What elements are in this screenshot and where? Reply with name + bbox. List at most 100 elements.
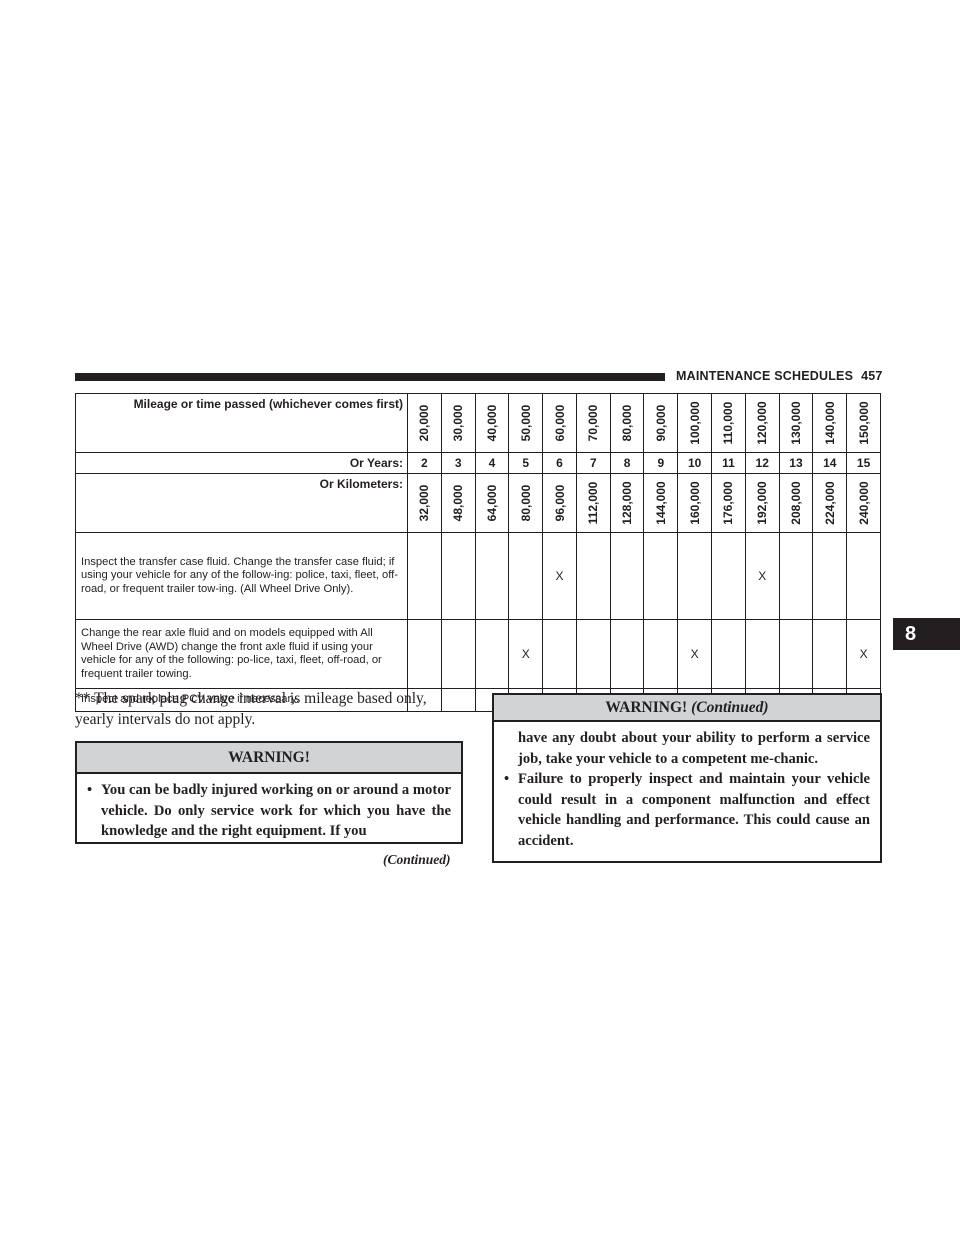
interval-header: 160,000 [677,473,713,533]
warning-continued-text: have any doubt about your ability to per… [518,730,870,767]
service-mark [407,619,442,689]
service-mark: X [677,619,713,689]
interval-value: 40,000 [484,404,499,442]
interval-header: 80,000 [609,393,645,453]
interval-header: 30,000 [440,393,476,453]
year-value: 3 [440,452,476,474]
service-mark: X [846,619,881,689]
interval-value: 32,000 [417,484,432,522]
interval-header: 40,000 [474,393,510,453]
interval-value: 70,000 [586,404,601,442]
interval-value: 140,000 [822,401,837,445]
chapter-tab: 8 [893,618,960,650]
interval-value: 208,000 [788,481,803,525]
service-mark [542,619,577,689]
interval-value: 160,000 [687,481,702,525]
task-description: Inspect and replace PCV valve if necessa… [75,688,408,712]
interval-value: 240,000 [856,481,871,525]
interval-header: 60,000 [542,393,577,453]
years-label: Or Years: [75,452,408,474]
service-mark [575,532,611,620]
year-value: 2 [407,452,442,474]
interval-header: 120,000 [744,393,780,453]
year-value: 10 [677,452,713,474]
interval-value: 112,000 [586,481,601,525]
year-value: 9 [643,452,679,474]
warning-text: You can be badly injured working on or a… [101,782,451,840]
service-mark [609,619,645,689]
interval-value: 110,000 [721,401,736,445]
interval-value: 96,000 [552,484,567,522]
interval-value: 100,000 [687,401,702,445]
interval-header: 48,000 [440,473,476,533]
interval-header: 32,000 [407,473,442,533]
interval-value: 192,000 [755,481,770,525]
service-mark [474,619,510,689]
year-value: 5 [508,452,544,474]
interval-header: 140,000 [812,393,848,453]
interval-value: 90,000 [653,404,668,442]
service-mark [643,619,679,689]
interval-header: 96,000 [542,473,577,533]
interval-header: 20,000 [407,393,442,453]
service-mark [474,532,510,620]
warning-bullet: •You can be badly injured working on or … [87,780,451,842]
service-mark: X [542,532,577,620]
service-mark [677,532,713,620]
interval-header: 80,000 [508,473,544,533]
task-description: Change the rear axle fluid and on models… [75,619,408,689]
service-mark [711,532,746,620]
bullet-icon: • [504,771,510,788]
warning-bullet: • Failure to properly inspect and maintai… [504,769,870,851]
service-mark [643,532,679,620]
table-row: Change the rear axle fluid and on models… [75,619,881,689]
interval-header: 128,000 [609,473,645,533]
service-mark [812,532,848,620]
interval-value: 150,000 [856,401,871,445]
interval-header: 176,000 [711,473,746,533]
mileage-label: Mileage or time passed (whichever comes … [75,393,408,453]
interval-value: 128,000 [620,481,635,525]
service-mark [440,688,476,712]
year-value: 4 [474,452,510,474]
warning-box-continued: WARNING! (Continued) have any doubt abou… [492,693,882,863]
interval-header: 100,000 [677,393,713,453]
interval-header: 150,000 [846,393,881,453]
year-value: 13 [778,452,814,474]
interval-header: 208,000 [778,473,814,533]
interval-value: 30,000 [451,404,466,442]
interval-value: 50,000 [518,404,533,442]
interval-value: 20,000 [417,404,432,442]
year-value: 7 [575,452,611,474]
year-value: 6 [542,452,577,474]
service-mark [778,619,814,689]
interval-header: 144,000 [643,473,679,533]
interval-header: 70,000 [575,393,611,453]
service-mark [812,619,848,689]
interval-header: 112,000 [575,473,611,533]
warning-title-suffix: (Continued) [691,699,769,716]
warning-text: Failure to properly inspect and maintain… [518,771,870,849]
continued-label: (Continued) [383,852,451,867]
page-number: 457 [861,369,883,383]
maintenance-table: Mileage or time passed (whichever comes … [75,393,881,712]
table-row: Inspect the transfer case fluid. Change … [75,532,881,620]
warning-box: WARNING! •You can be badly injured worki… [75,741,463,844]
interval-header: 240,000 [846,473,881,533]
warning-title: WARNING! (Continued) [494,695,880,722]
service-mark [711,619,746,689]
interval-header: 130,000 [778,393,814,453]
service-mark [744,619,780,689]
year-value: 12 [744,452,780,474]
header-rule [75,373,665,381]
warning-title-text: WARNING! [605,699,688,716]
interval-value: 80,000 [518,484,533,522]
interval-header: 192,000 [744,473,780,533]
interval-header: 224,000 [812,473,848,533]
section-title: MAINTENANCE SCHEDULES [676,369,854,383]
service-mark [846,532,881,620]
service-mark [440,532,476,620]
interval-header: 110,000 [711,393,746,453]
